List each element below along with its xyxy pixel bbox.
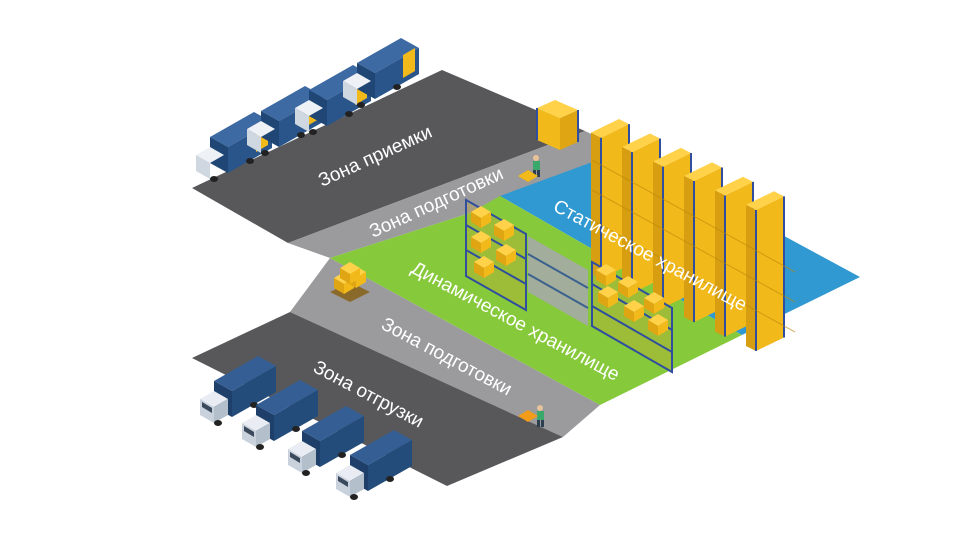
worker-bottom bbox=[518, 405, 544, 427]
worker-top bbox=[518, 155, 540, 182]
receiving-rack bbox=[536, 100, 579, 150]
dynamic-storage-racks bbox=[465, 198, 673, 374]
shipping-zone bbox=[192, 312, 563, 486]
prep-zone-bottom bbox=[290, 258, 600, 437]
prep-zone-top bbox=[288, 131, 625, 258]
static-storage-racks bbox=[590, 118, 796, 353]
pallet-boxes bbox=[330, 262, 370, 302]
receiving-zone bbox=[192, 70, 585, 243]
